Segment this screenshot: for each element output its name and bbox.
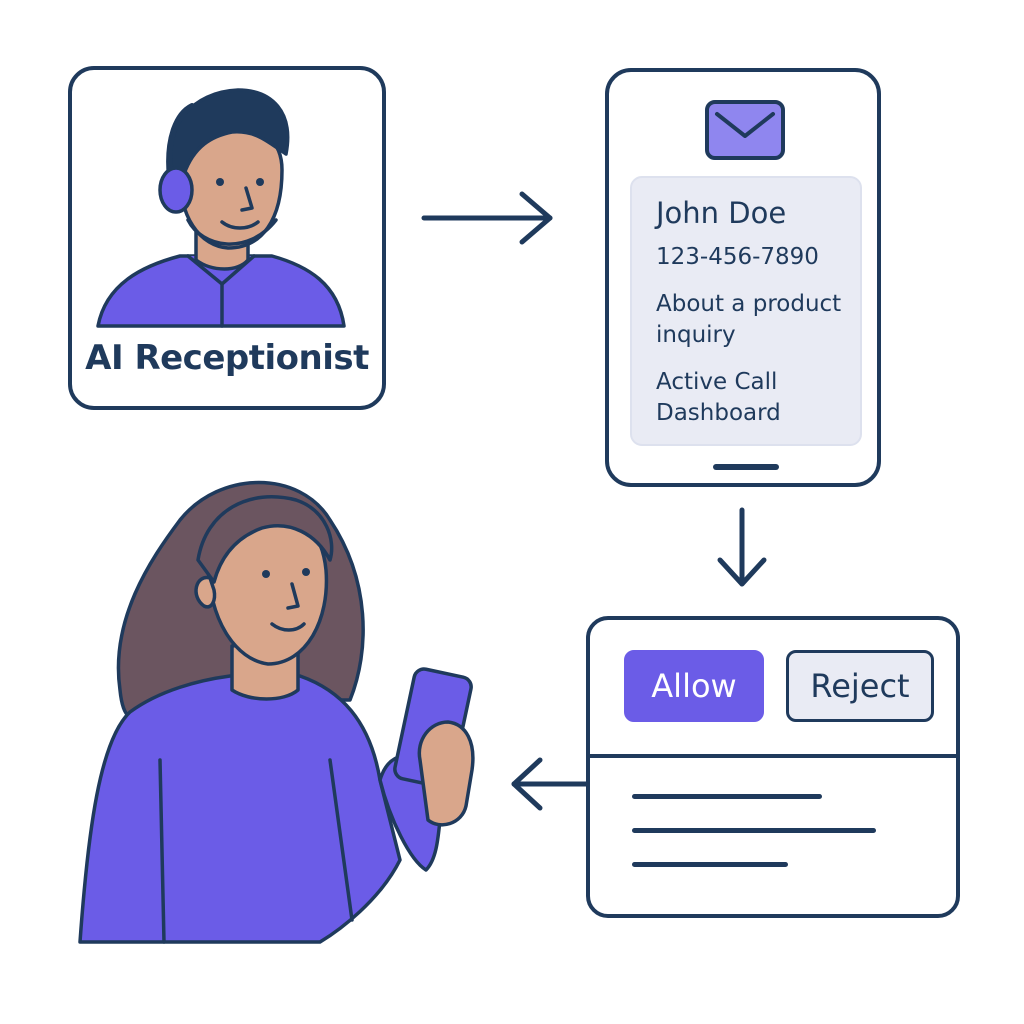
caller-number: 123-456-7890 [656,244,819,270]
reject-button[interactable]: Reject [786,650,934,722]
receptionist-avatar [96,88,346,328]
arrow-left-icon [511,757,589,811]
call-decision-dialog: Allow Reject [586,616,960,918]
allow-button[interactable]: Allow [624,650,764,722]
text-placeholder-line [632,862,788,867]
arrow-right-icon [421,191,553,245]
woman-figure [78,480,475,944]
dashboard-label: Active Call Dashboard [656,369,781,426]
call-reason: About a product inquiry [656,291,842,348]
envelope-icon [705,100,785,160]
home-indicator [713,464,779,470]
text-placeholder-line [632,794,822,799]
text-placeholder-line [632,828,876,833]
ai-receptionist-label: AI Receptionist [85,338,369,378]
ai-receptionist-card: AI Receptionist [68,66,386,410]
caller-name: John Doe [656,196,787,230]
caller-info-panel: John Doe 123-456-7890 About a product in… [630,176,862,446]
phone-card: John Doe 123-456-7890 About a product in… [605,68,881,487]
arrow-down-icon [717,507,767,587]
divider [590,754,956,758]
